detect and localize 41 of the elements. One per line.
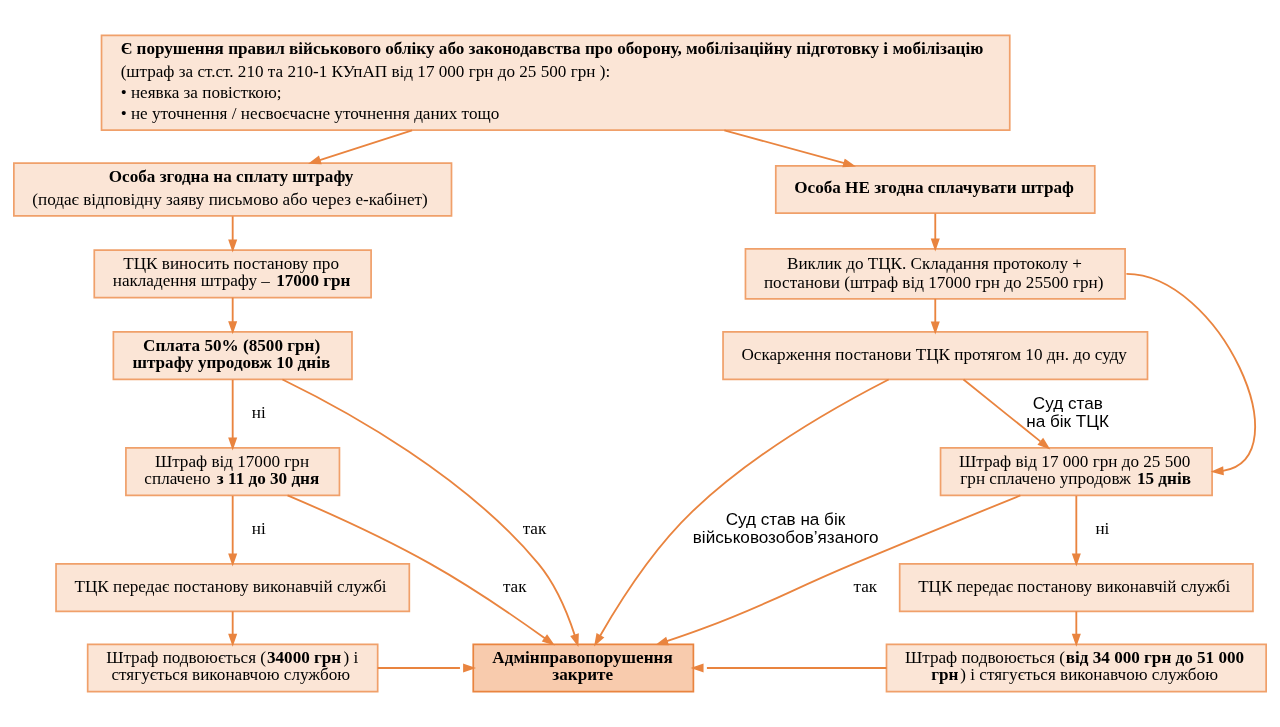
edge-label: так — [853, 577, 878, 597]
arrow — [723, 129, 856, 168]
edge-label: ні — [1095, 519, 1110, 539]
arrow — [308, 129, 414, 165]
node-box: ТЦК передає постанову виконавчій службі — [55, 563, 411, 613]
edge-label: так — [502, 577, 527, 597]
arrow — [655, 494, 1022, 646]
node-box: ТЦК передає постанову виконавчій службі — [898, 563, 1254, 613]
node-box: Оскарження постанови ТЦК протягом 10 дн. до суду — [722, 331, 1149, 381]
arrow — [930, 212, 940, 252]
arrow — [690, 663, 888, 673]
node-box: Штраф подвоюється (34000 грн) і стягується виконавчою службою — [86, 643, 379, 693]
arrow — [594, 378, 890, 647]
arrow — [376, 663, 477, 673]
arrow — [228, 215, 238, 253]
arrow — [228, 378, 238, 451]
arrow — [930, 298, 940, 335]
node-box: Штраф від 17 000 грн до 25 500 грн сплачено упродовж 15 днів — [939, 447, 1213, 497]
node-box: Штраф від 17000 грн сплачено з 11 до 30 дня — [125, 447, 341, 497]
arrow — [1071, 610, 1081, 647]
node-box: Особа НЕ згодна сплачувати штраф — [774, 164, 1096, 215]
node-box: ТЦК виносить постанову про накладення штрафу – 17000 грн — [93, 249, 372, 299]
node-box: Штраф подвоюється (від 34 000 грн до 51 000 грн) і стягується виконавчою службою — [885, 643, 1267, 693]
arrow — [228, 610, 238, 647]
edge-label: ні — [251, 519, 266, 539]
edge-label: Суд став на бік військовозобов’язаного — [692, 508, 879, 548]
node-box: Сплата 50% (8500 грн) штрафу упродовж 10 днів — [112, 331, 353, 381]
arrow — [281, 378, 579, 647]
node-box: Адмінправопорушення закрите — [472, 643, 695, 693]
arrow — [1071, 494, 1081, 567]
arrow — [286, 494, 555, 646]
edge-label: Суд став на бік ТЦК — [1026, 392, 1109, 432]
node-box: Є порушення правил військового обліку або законодавства про оборону, мобілізаційну підготовку і мобілізацію (штраф за ст.ст. 210 та 210-1 КУпАП від 17 000 грн до 25 500 грн ): • неявка за повісткою; • не уточнення / несвоєчасне уточнення даних тощо — [100, 34, 1011, 132]
arrow — [228, 296, 238, 335]
arrow — [962, 378, 1051, 450]
node-box: Особа згодна на сплату штрафу (подає відповідну заяву письмово або через е-кабінет) — [13, 162, 453, 217]
edge-label: ні — [251, 403, 266, 423]
edge-label: так — [522, 519, 547, 539]
arrow — [1125, 272, 1256, 476]
arrow — [228, 494, 238, 567]
node-box: Виклик до ТЦК. Складання протоколу + постанови (штраф від 17000 грн до 25500 грн) — [744, 247, 1126, 300]
